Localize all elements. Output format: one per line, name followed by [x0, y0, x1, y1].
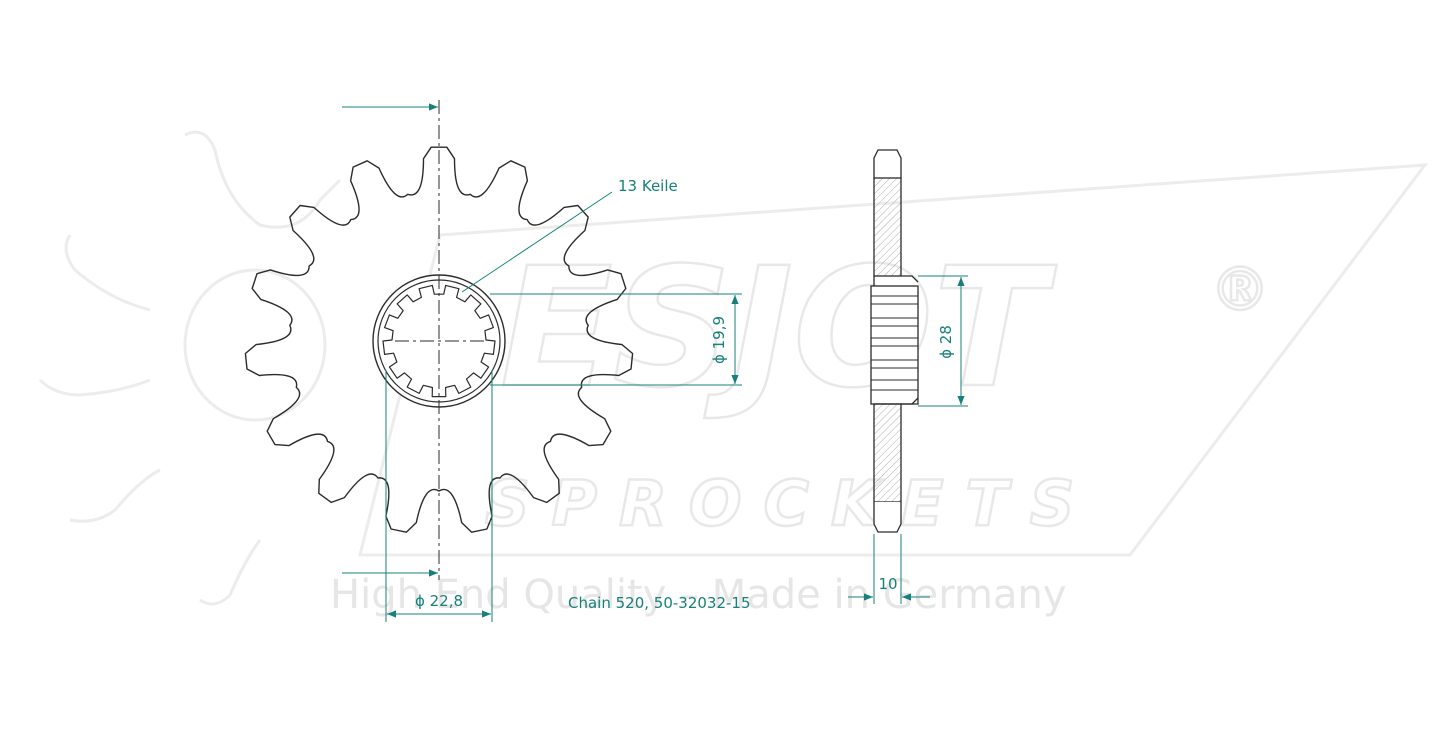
- watermark-gear-outline: [38, 130, 342, 606]
- watermark-brand: ESJOT: [500, 232, 1057, 424]
- part-caption: Chain 520, 50-32032-15: [568, 594, 751, 612]
- thickness-label: 10: [878, 575, 897, 593]
- watermark-swoosh: [358, 163, 1429, 557]
- sprocket-side-view: [870, 149, 919, 533]
- front-dimensions: [342, 103, 742, 622]
- side-lower-tooth-tip: [873, 502, 902, 533]
- boss-diameter-label: ϕ 28: [937, 325, 955, 359]
- spline-outline: [382, 284, 496, 398]
- spline-count-label: 13 Keile: [618, 177, 678, 195]
- watermark-gear-hub: [183, 268, 327, 422]
- side-lower-plate: [873, 403, 902, 503]
- hub-diameter-label: ϕ 22,8: [415, 592, 463, 610]
- sprocket-tooth-outline: [244, 146, 634, 533]
- side-hub-boss: [870, 285, 919, 405]
- side-lower-fillet: [901, 397, 919, 405]
- spline-diameter-label: ϕ 19,9: [710, 316, 728, 364]
- side-upper-tooth-tip: [873, 149, 902, 178]
- side-dimensions: [848, 275, 968, 604]
- sprocket-front-view: [244, 100, 634, 580]
- watermark-subtitle: SPROCKETS: [485, 467, 1096, 540]
- watermark-registered: ®: [1210, 255, 1270, 325]
- side-upper-plate: [873, 177, 902, 277]
- watermark-slogan: High End Quality – Made in Germany: [330, 572, 1067, 618]
- side-spline-bands: [871, 295, 918, 391]
- spline-leader-line: [461, 191, 613, 293]
- watermark: ESJOT ® SPROCKETS High End Quality – Mad…: [38, 130, 1429, 618]
